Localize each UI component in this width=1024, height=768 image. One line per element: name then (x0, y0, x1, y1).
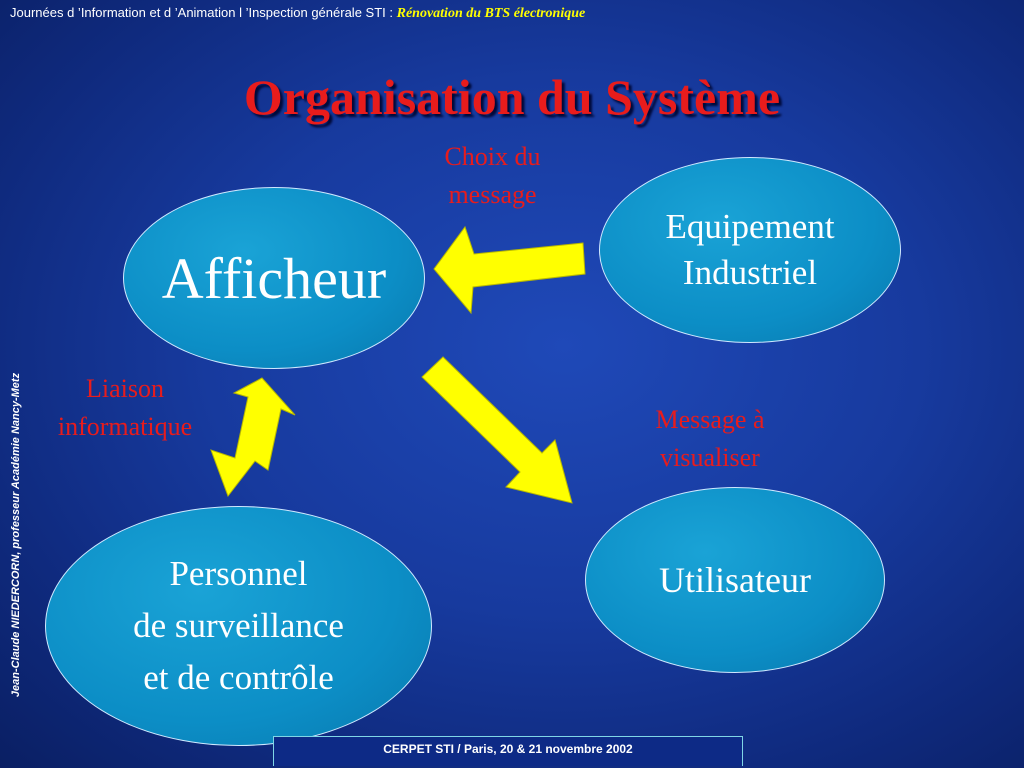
node-equipement-line2: Industriel (682, 253, 818, 292)
arrow-message-visualiser (421, 356, 573, 504)
node-personnel-line1: Personnel (169, 554, 308, 593)
node-personnel-line3: et de contrôle (143, 658, 334, 697)
slide-footer: CERPET STI / Paris, 20 & 21 novembre 200… (273, 736, 743, 766)
node-personnel-line2: de surveillance (133, 606, 344, 645)
label-choix-line2: message (448, 180, 537, 209)
label-choix-message: Choix du message (410, 138, 575, 214)
node-equipement-industriel: Equipement Industriel (599, 157, 901, 343)
label-liaison-informatique: Liaison informatique (25, 370, 225, 446)
label-choix-line1: Choix du (444, 142, 541, 171)
header-highlight: Rénovation du BTS électronique (396, 6, 586, 21)
arrow-liaison-informatique (210, 377, 296, 498)
node-equipement-line1: Equipement (665, 207, 835, 246)
label-liaison-line2: informatique (57, 412, 193, 441)
arrow-choix-message (433, 225, 586, 315)
header-prefix: Journées d ’Information et d ’Animation … (10, 5, 397, 20)
label-message-line2: visualiser (660, 443, 760, 472)
label-message-visualiser: Message à visualiser (620, 401, 800, 477)
node-utilisateur: Utilisateur (585, 487, 885, 673)
node-afficheur: Afficheur (123, 187, 425, 369)
slide-header: Journées d ’Information et d ’Animation … (10, 5, 1010, 25)
label-liaison-line1: Liaison (86, 374, 164, 403)
label-message-line1: Message à (655, 405, 765, 434)
node-afficheur-label: Afficheur (161, 245, 387, 311)
node-utilisateur-label: Utilisateur (659, 560, 811, 600)
node-personnel: Personnel de surveillance et de contrôle (45, 506, 432, 746)
slide-title: Organisation du Système (243, 69, 781, 125)
